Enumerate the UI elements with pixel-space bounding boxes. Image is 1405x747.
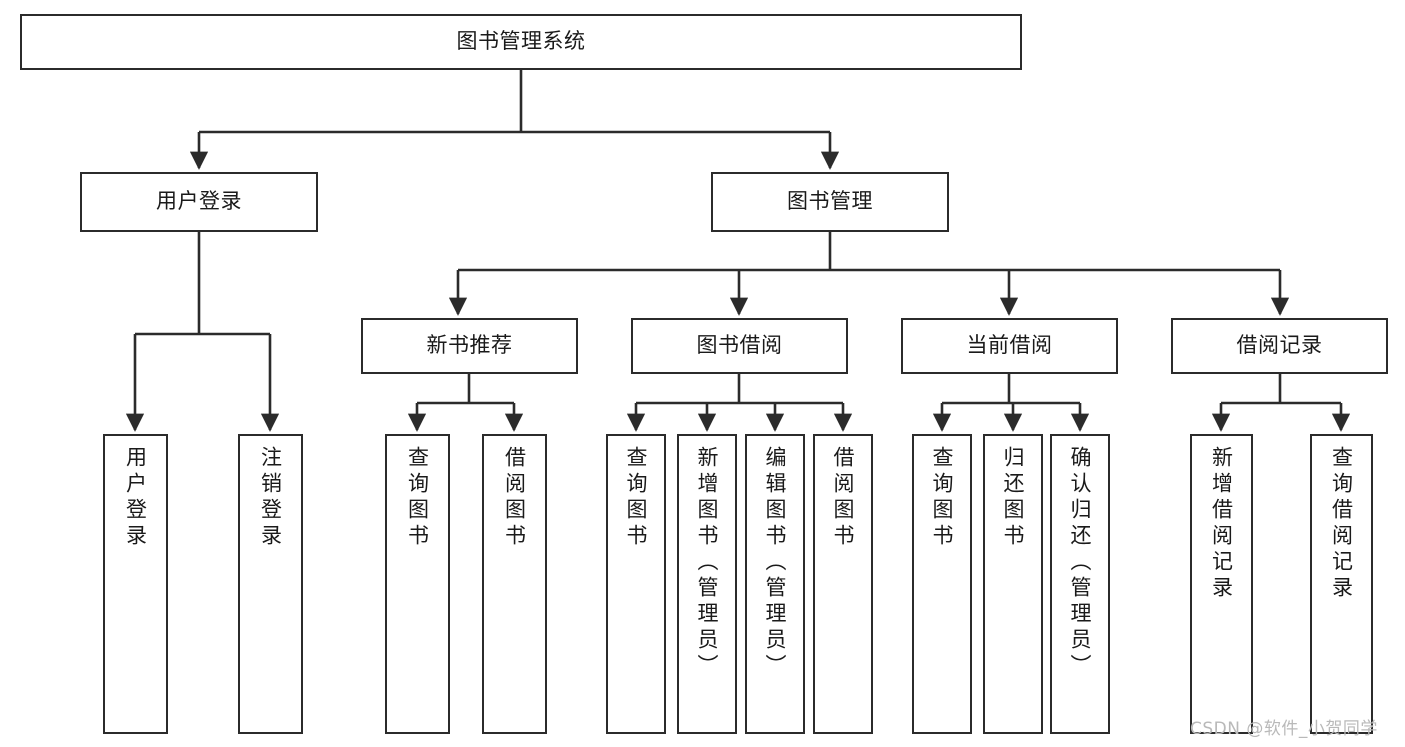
leaf-node[interactable]: 编辑图书（管理员） (745, 434, 805, 734)
leaf-node-label: 借阅图书 (502, 446, 527, 550)
node-current-borrow[interactable]: 当前借阅 (901, 318, 1118, 374)
leaf-node-label: 编辑图书（管理员） (763, 446, 788, 680)
node-current-borrow-label: 当前借阅 (966, 333, 1053, 358)
leaf-node-label: 查询图书 (624, 446, 649, 550)
node-book-borrow-label: 图书借阅 (696, 333, 783, 358)
node-root[interactable]: 图书管理系统 (20, 14, 1022, 70)
leaf-node[interactable]: 查询图书 (606, 434, 666, 734)
leaf-node[interactable]: 新增图书（管理员） (677, 434, 737, 734)
node-book-management[interactable]: 图书管理 (711, 172, 949, 232)
leaf-node-label: 借阅图书 (831, 446, 856, 550)
leaf-node-label: 新增借阅记录 (1209, 446, 1234, 602)
leaf-node[interactable]: 查询借阅记录 (1310, 434, 1373, 734)
node-root-label: 图书管理系统 (456, 29, 586, 54)
node-new-book-recommend[interactable]: 新书推荐 (361, 318, 578, 374)
leaf-node-label: 用户登录 (123, 446, 148, 550)
leaf-node-label: 查询图书 (405, 446, 430, 550)
leaf-node[interactable]: 借阅图书 (813, 434, 873, 734)
leaf-node[interactable]: 归还图书 (983, 434, 1043, 734)
csdn-watermark: CSDN @软件_小贺同学 (1190, 719, 1378, 739)
leaf-node[interactable]: 借阅图书 (482, 434, 547, 734)
node-borrow-record[interactable]: 借阅记录 (1171, 318, 1388, 374)
leaf-node[interactable]: 用户登录 (103, 434, 168, 734)
node-user-login[interactable]: 用户登录 (80, 172, 318, 232)
node-book-management-label: 图书管理 (787, 189, 873, 214)
leaf-node[interactable]: 查询图书 (912, 434, 972, 734)
node-borrow-record-label: 借阅记录 (1236, 333, 1323, 358)
leaf-node[interactable]: 新增借阅记录 (1190, 434, 1253, 734)
leaf-node[interactable]: 查询图书 (385, 434, 450, 734)
leaf-node-label: 归还图书 (1001, 446, 1026, 550)
node-book-borrow[interactable]: 图书借阅 (631, 318, 848, 374)
node-user-login-label: 用户登录 (156, 189, 242, 214)
leaf-node-label: 查询借阅记录 (1329, 446, 1354, 602)
leaf-node-label: 查询图书 (930, 446, 955, 550)
node-new-book-recommend-label: 新书推荐 (426, 333, 513, 358)
leaf-node[interactable]: 注销登录 (238, 434, 303, 734)
leaf-node-label: 确认归还（管理员） (1068, 446, 1093, 680)
leaf-node[interactable]: 确认归还（管理员） (1050, 434, 1110, 734)
leaf-node-label: 注销登录 (258, 446, 283, 550)
leaf-node-label: 新增图书（管理员） (695, 446, 720, 680)
